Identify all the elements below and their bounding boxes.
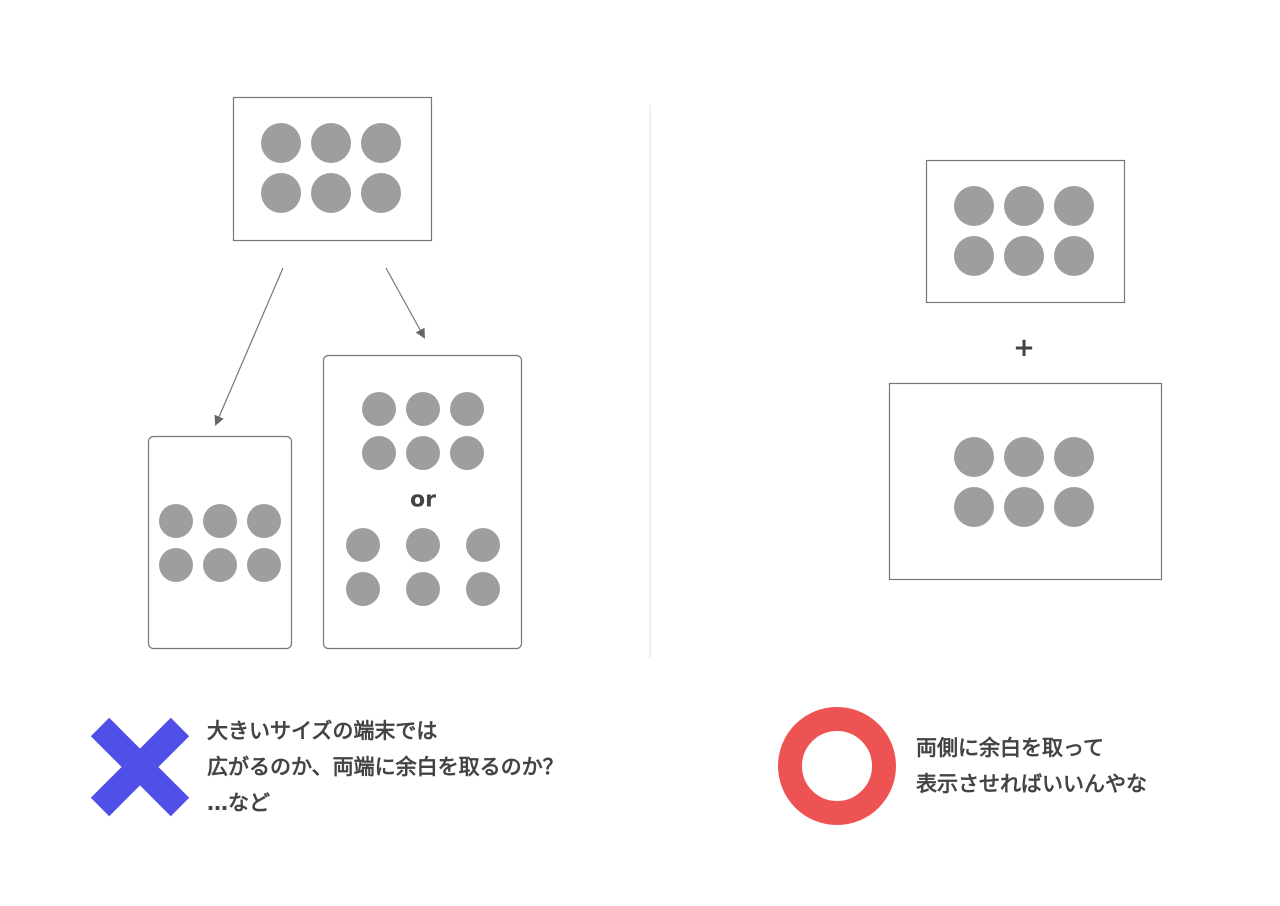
content-dot	[247, 548, 281, 582]
narrow-screen-box	[147, 435, 293, 650]
content-dot	[1054, 186, 1094, 226]
plus-label: +	[1013, 333, 1035, 363]
tall-screen-box	[322, 354, 523, 650]
content-dot	[1004, 437, 1044, 477]
content-dot	[362, 436, 396, 470]
original-screen-box	[232, 96, 433, 242]
content-dot	[1054, 236, 1094, 276]
content-dot	[346, 528, 380, 562]
bad-example-text: 大きいサイズの端末では 広がるのか、両端に余白を取るのか？ …など	[207, 713, 564, 821]
content-dot	[261, 173, 301, 213]
content-dot	[1004, 186, 1044, 226]
content-dot	[1054, 437, 1094, 477]
content-dot	[466, 572, 500, 606]
content-dot	[362, 392, 396, 426]
content-dot	[159, 548, 193, 582]
content-dot	[466, 528, 500, 562]
content-dot	[954, 186, 994, 226]
text-line: 両側に余白を取って	[916, 736, 1104, 760]
content-dot	[311, 123, 351, 163]
content-dot	[361, 173, 401, 213]
arrow-to-narrow	[214, 267, 284, 426]
content-dot	[406, 528, 440, 562]
content-dot	[203, 548, 237, 582]
content-dot	[450, 392, 484, 426]
content-dot	[159, 504, 193, 538]
content-dot	[346, 572, 380, 606]
text-line: 広がるのか、両端に余白を取るのか？	[207, 755, 564, 779]
content-dot	[261, 123, 301, 163]
good-example-text: 両側に余白を取って 表示させればいいんやな	[916, 730, 1147, 802]
large-screen-box	[888, 382, 1163, 581]
content-dot	[954, 236, 994, 276]
small-screen-box	[925, 159, 1126, 304]
arrow-to-tall	[385, 267, 425, 339]
content-dot	[954, 437, 994, 477]
content-dot	[203, 504, 237, 538]
content-dot	[406, 392, 440, 426]
content-dot	[406, 572, 440, 606]
cross-icon	[90, 717, 190, 817]
content-dot	[247, 504, 281, 538]
content-dot	[1004, 487, 1044, 527]
text-line: …など	[207, 791, 270, 815]
circle-icon	[778, 707, 896, 825]
content-dot	[1004, 236, 1044, 276]
content-dot	[450, 436, 484, 470]
content-dot	[954, 487, 994, 527]
content-dot	[361, 123, 401, 163]
content-dot	[311, 173, 351, 213]
content-dot	[406, 436, 440, 470]
or-label: or	[410, 487, 436, 513]
text-line: 表示させればいいんやな	[916, 772, 1147, 796]
text-line: 大きいサイズの端末では	[207, 719, 438, 743]
content-dot	[1054, 487, 1094, 527]
